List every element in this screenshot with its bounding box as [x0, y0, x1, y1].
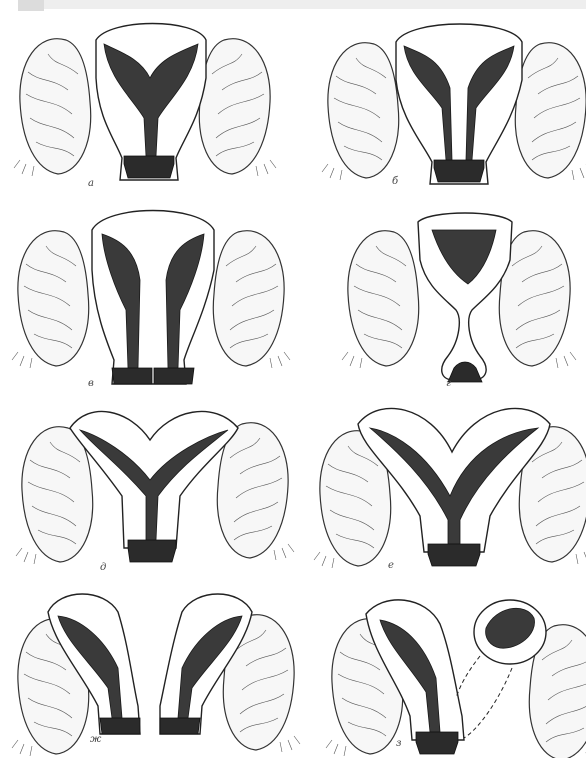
panel-d: д — [16, 411, 294, 573]
panel-g-caption: г — [446, 378, 451, 389]
panel-z: з — [326, 600, 586, 758]
panel-e: е — [314, 408, 586, 571]
panel-d-caption: д — [100, 562, 106, 573]
panel-zh-caption: ж — [90, 734, 102, 745]
panel-b: б — [322, 24, 586, 187]
panel-z-caption: з — [396, 738, 401, 749]
panel-e-caption: е — [388, 560, 394, 571]
panel-b-caption: б — [392, 176, 399, 187]
panel-zh: ж — [12, 594, 300, 756]
panel-v-caption: в — [88, 378, 94, 389]
panel-a-caption: а — [88, 178, 94, 189]
panel-v: в — [12, 211, 290, 390]
panel-a: а — [14, 24, 276, 190]
panel-g: г — [342, 213, 576, 389]
